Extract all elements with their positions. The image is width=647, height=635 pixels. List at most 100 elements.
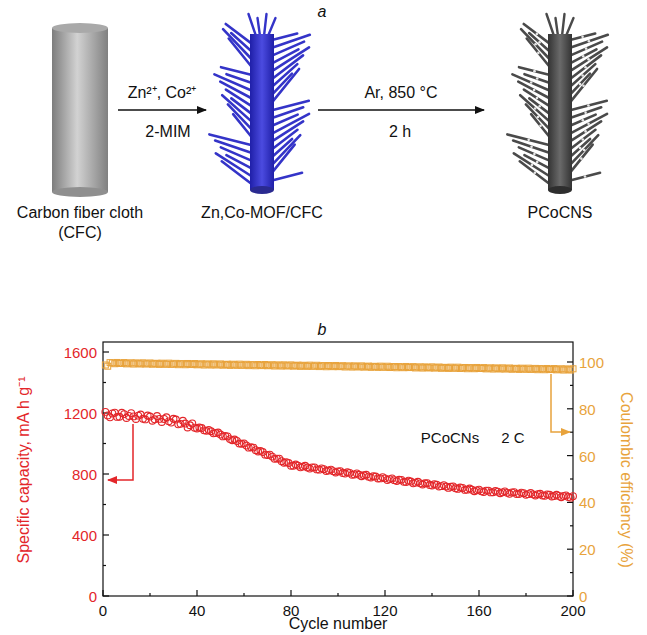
particle <box>533 153 536 156</box>
particle <box>587 58 590 61</box>
particle <box>582 55 585 58</box>
nanorod <box>570 34 595 40</box>
plot-frame <box>103 342 573 596</box>
nanorod <box>223 29 252 59</box>
tick-mark <box>290 590 291 596</box>
process-arrow <box>318 109 484 111</box>
tick-mark <box>570 432 573 433</box>
nanorod <box>562 14 565 36</box>
tick-mark <box>570 572 573 573</box>
mof-core <box>250 34 274 194</box>
nanorod <box>570 173 600 181</box>
nanorod <box>570 145 593 173</box>
nanorod <box>264 14 267 36</box>
capacity-series <box>102 408 576 501</box>
particle <box>579 83 582 86</box>
nanorod <box>228 104 252 129</box>
tick-label: 200 <box>560 603 585 618</box>
tick-mark <box>149 593 150 596</box>
tick-mark <box>572 590 573 596</box>
tick-mark <box>103 534 109 535</box>
condition-label: Ar, 850 °C <box>364 85 437 101</box>
particle <box>531 164 534 167</box>
nanorod <box>531 114 550 137</box>
nanorod <box>514 153 550 176</box>
tick-mark <box>525 593 526 596</box>
tick-label: 80 <box>579 401 596 416</box>
tick-label: 40 <box>579 495 596 510</box>
particle <box>536 161 539 164</box>
particle <box>533 70 536 73</box>
reagent-label: 2-MIM <box>145 124 190 140</box>
tick-mark <box>103 595 109 596</box>
process-arrow <box>118 109 206 111</box>
particle <box>585 47 588 50</box>
tick-mark <box>567 455 573 456</box>
tick-label: 60 <box>579 448 596 463</box>
nanorod <box>233 114 252 137</box>
nanorod <box>526 104 550 129</box>
tick-label: 0 <box>89 589 97 604</box>
capacity-point <box>570 493 577 500</box>
series-label: PCoCNs <box>421 430 479 445</box>
nanorod <box>570 107 601 118</box>
nanorod <box>222 161 252 184</box>
nanorod <box>521 29 550 59</box>
material-stage: Carbon fiber cloth (CFC) <box>48 22 112 197</box>
nanorod <box>258 18 261 36</box>
tick-mark <box>243 593 244 596</box>
tick-mark <box>567 502 573 503</box>
axis-pointer <box>108 424 133 480</box>
particle <box>581 138 584 141</box>
tick-label: 100 <box>579 355 604 370</box>
particle <box>530 81 533 84</box>
tick-mark <box>103 351 109 352</box>
nanorod <box>272 145 295 173</box>
particle <box>539 125 542 128</box>
particle <box>536 97 539 100</box>
particle <box>537 52 540 55</box>
axis-title: Specific capacity, mA h g⁻¹ <box>16 377 32 564</box>
tick-mark <box>567 595 573 596</box>
cobalt-particles <box>527 33 590 178</box>
nanorod <box>566 18 574 36</box>
nanorod <box>272 55 303 79</box>
particle <box>534 172 537 175</box>
condition-label: Zn²⁺, Co²⁺ <box>128 85 197 101</box>
nanorod <box>272 47 309 71</box>
tick-label: 160 <box>466 603 491 618</box>
tick-mark <box>567 549 573 550</box>
carbon-fiber-cylinder <box>52 23 108 197</box>
tick-label: 40 <box>189 603 206 618</box>
nanorod <box>249 14 257 36</box>
particle <box>587 122 590 125</box>
nanorod <box>229 39 252 68</box>
tick-mark <box>103 443 106 444</box>
tick-mark <box>570 478 573 479</box>
particle <box>580 157 583 160</box>
tick-mark <box>102 590 103 596</box>
particle <box>582 84 585 87</box>
nanorod <box>272 135 300 165</box>
tick-mark <box>103 382 106 383</box>
nanorod <box>268 18 276 36</box>
stage-label: Zn,Co-MOF/CFC <box>201 203 323 223</box>
particle <box>583 149 586 152</box>
nanorod <box>570 47 607 71</box>
time-label: 2 h <box>389 124 411 140</box>
nanorod <box>272 173 302 181</box>
tick-mark <box>567 408 573 409</box>
particle <box>584 175 587 178</box>
particle <box>527 139 530 142</box>
coulombic-series <box>102 359 576 373</box>
particle <box>538 105 541 108</box>
efficiency-point <box>570 366 576 372</box>
particle <box>579 147 582 150</box>
stage-label: Carbon fiber cloth (CFC) <box>0 203 160 243</box>
nanorod <box>547 14 555 36</box>
tick-label: 20 <box>579 542 596 557</box>
particle <box>588 40 591 43</box>
tick-mark <box>337 593 338 596</box>
nanorod <box>570 115 596 126</box>
